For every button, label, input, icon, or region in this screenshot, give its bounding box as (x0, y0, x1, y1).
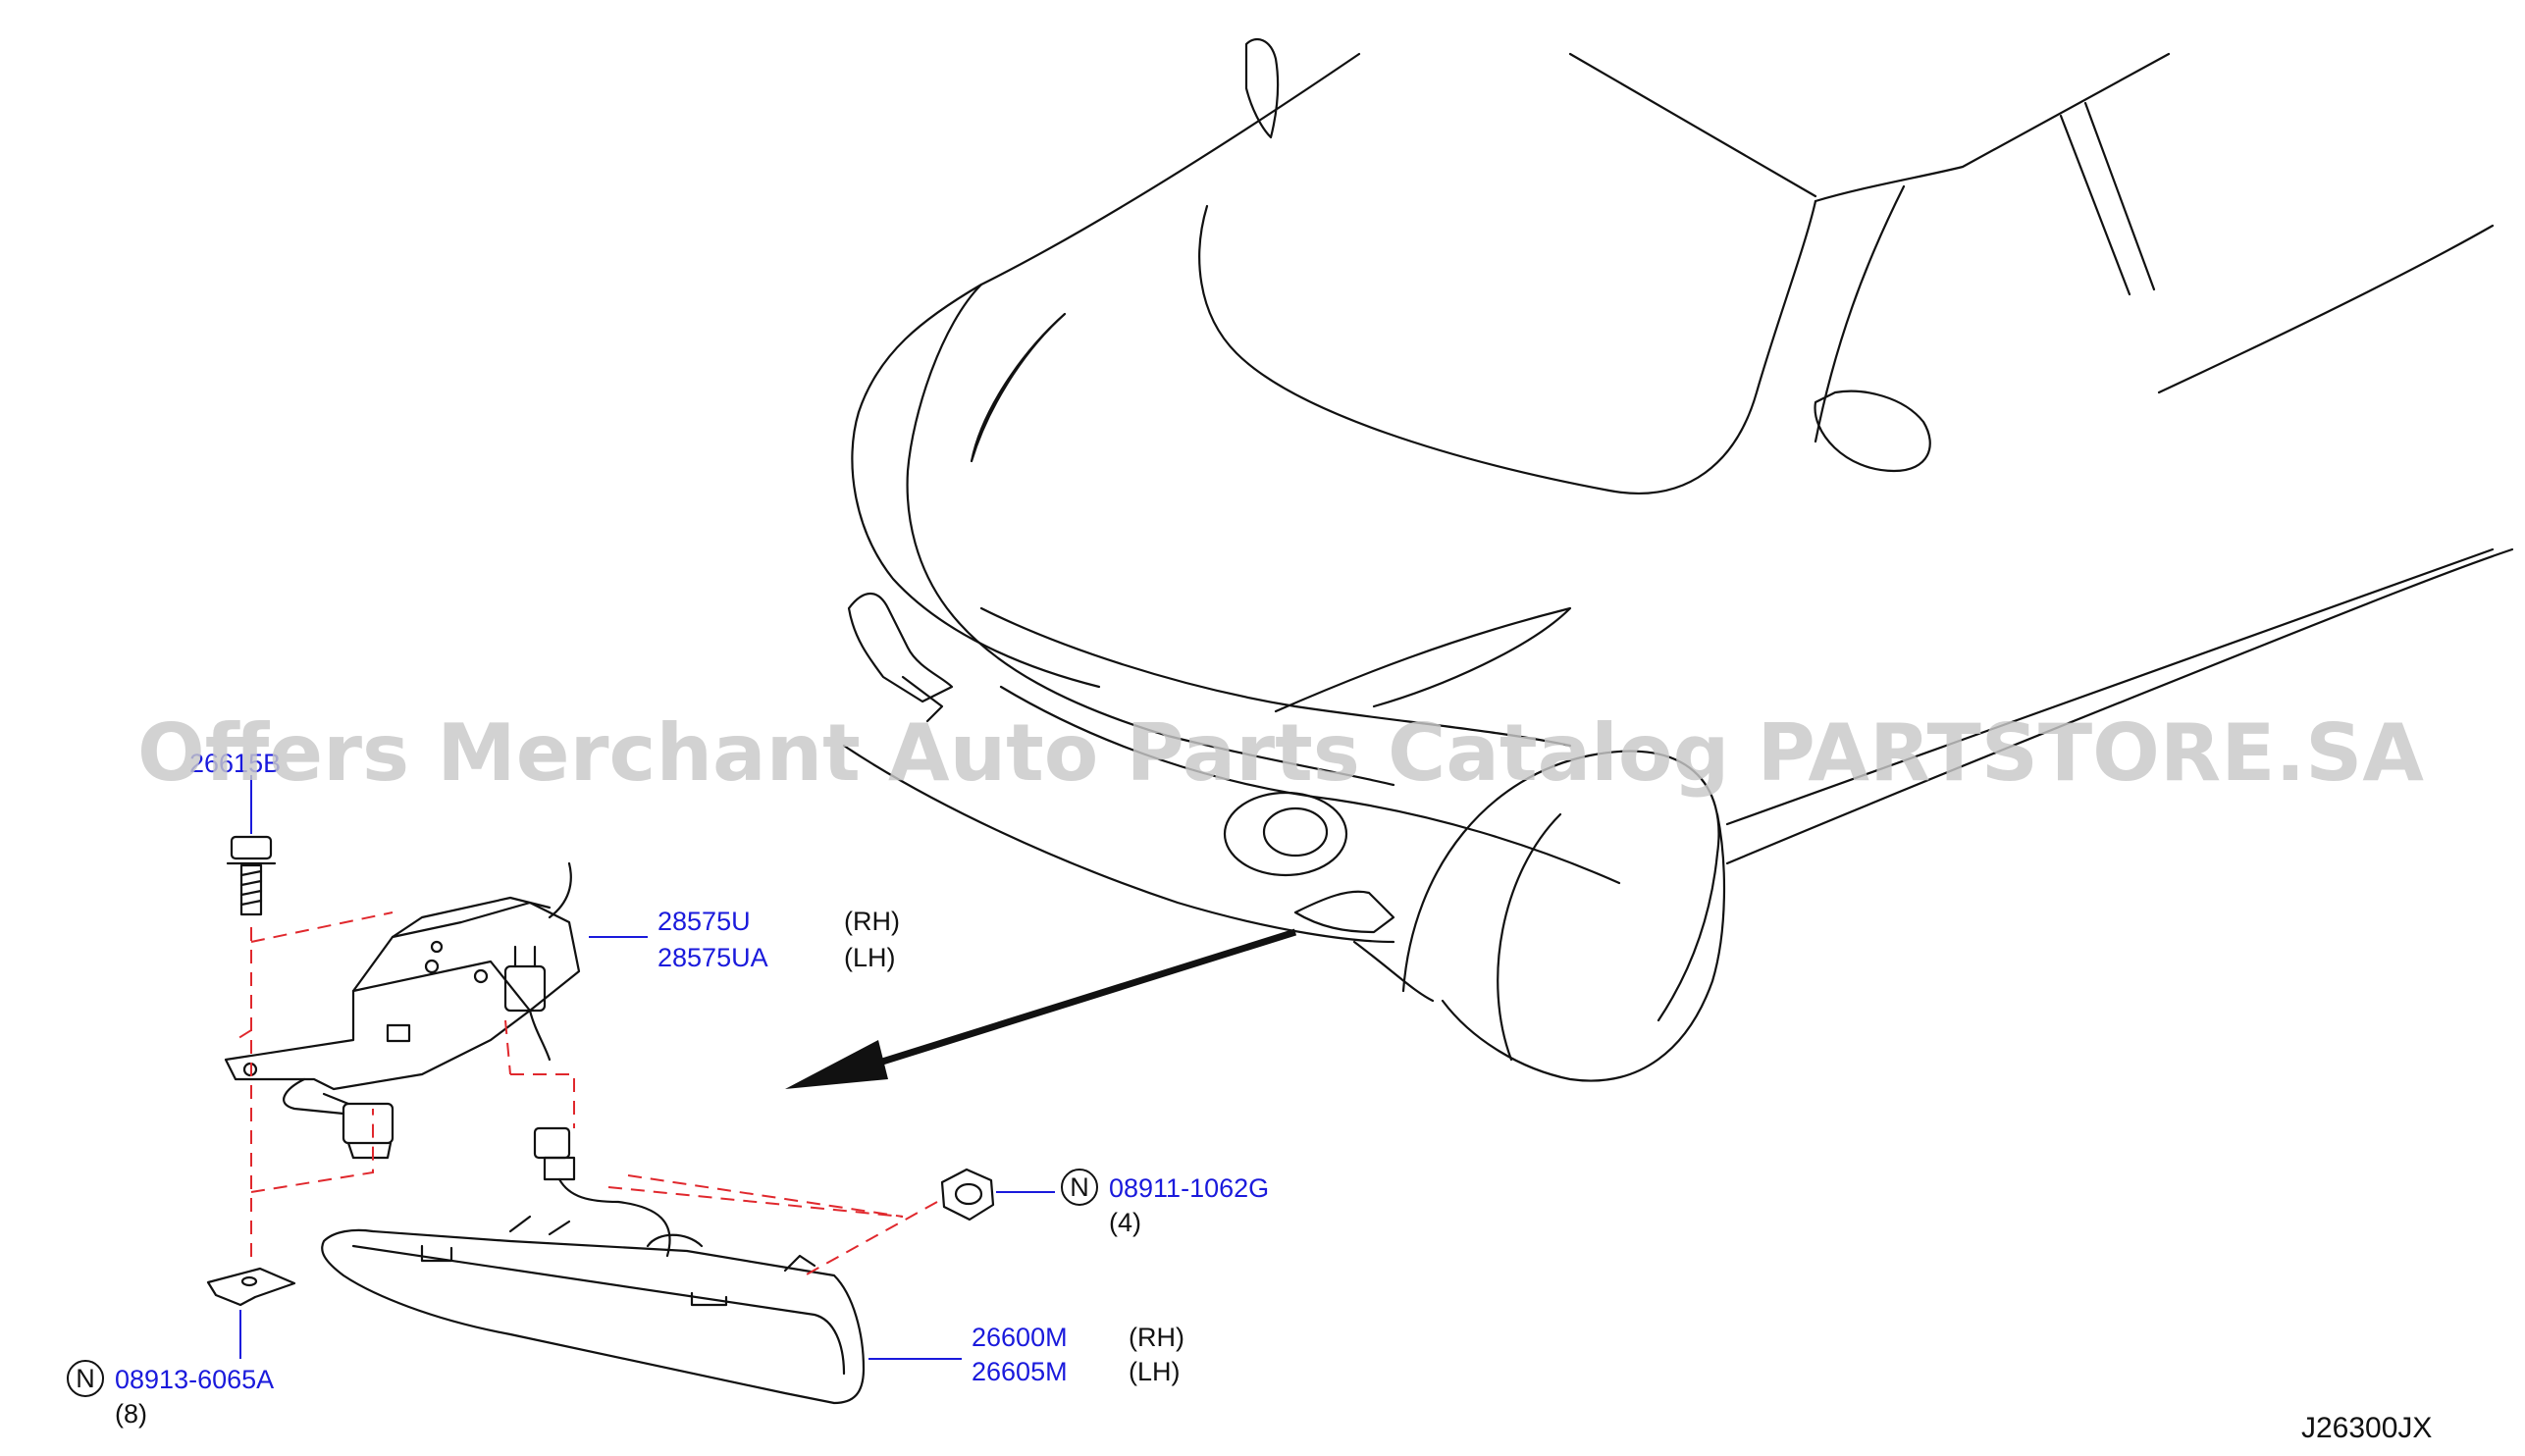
bracket-part-number-lh[interactable]: 28575UA (658, 943, 768, 972)
clip-nut-notice-symbol: N (67, 1360, 104, 1397)
lamp-harness (533, 1126, 671, 1258)
clip-nut-part (206, 1267, 296, 1307)
bracket-part-number-rh[interactable]: 28575U (658, 907, 751, 936)
nut-part (940, 1168, 995, 1222)
nut-notice-letter: N (1070, 1172, 1089, 1202)
assembly-dashed-lines (235, 911, 938, 1276)
clip-nut-part-number[interactable]: 08913-6065A (115, 1365, 274, 1394)
leader-lines (239, 775, 1055, 1360)
watermark-text: Offers Merchant Auto Parts Catalog PARTS… (137, 707, 2424, 799)
bolt-part-number[interactable]: 26615B (189, 749, 281, 778)
vehicle-outline (842, 37, 2514, 1082)
bracket-side-rh: (RH) (844, 907, 900, 936)
clip-nut-notice-letter: N (76, 1364, 95, 1393)
clip-nut-qty: (8) (115, 1399, 147, 1429)
diagram-code: J26300JX (2301, 1412, 2432, 1444)
bracket-part (224, 861, 581, 1160)
nut-part-number[interactable]: 08911-1062G (1109, 1173, 1269, 1203)
bolt-part (226, 835, 277, 916)
locator-arrow (785, 928, 1297, 1089)
lamp-part-number-rh[interactable]: 26600M (972, 1323, 1068, 1352)
lamp-side-rh: (RH) (1129, 1323, 1184, 1352)
bracket-side-lh: (LH) (844, 943, 896, 972)
lamp-side-lh: (LH) (1129, 1357, 1181, 1386)
nut-qty: (4) (1109, 1208, 1141, 1237)
lamp-part-number-lh[interactable]: 26605M (972, 1357, 1068, 1386)
nut-notice-symbol: N (1061, 1169, 1098, 1206)
fog-lamp-part (321, 1215, 866, 1405)
